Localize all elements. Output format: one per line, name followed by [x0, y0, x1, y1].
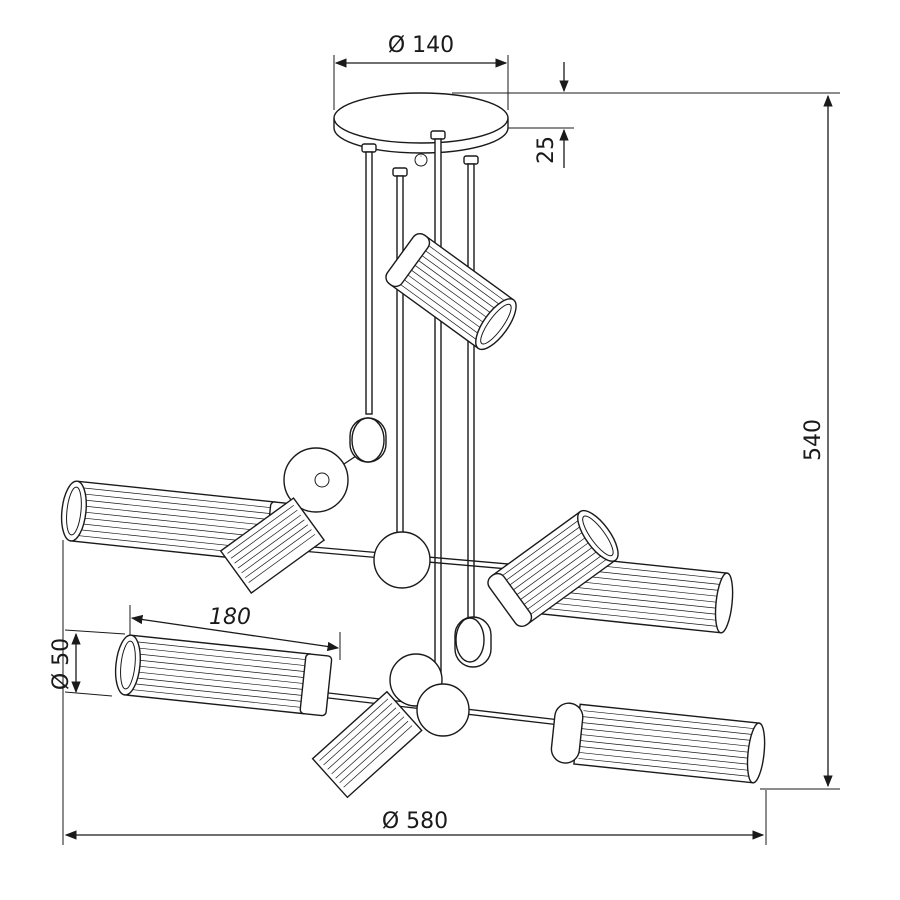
- right-middle-joint: [454, 616, 492, 668]
- upper-left-joint: [283, 447, 349, 513]
- ceiling-canopy: [333, 92, 509, 167]
- total-height-label: 540: [801, 419, 826, 461]
- shade-left-lower: [114, 634, 333, 717]
- total-diameter-label: Ø 580: [382, 809, 448, 834]
- canopy-height-label: 25: [534, 136, 559, 164]
- dimension-shade-length: 180: [129, 605, 341, 660]
- dimension-canopy-diameter: Ø 140: [333, 33, 509, 110]
- rod-1: [361, 143, 377, 415]
- middle-sphere: [373, 531, 431, 589]
- shade-diameter-label: Ø 50: [49, 638, 74, 690]
- dimension-total-height: 540: [760, 94, 840, 790]
- shade-top: [385, 232, 517, 351]
- shade-length-label: 180: [209, 605, 251, 630]
- joint-spheres: [283, 417, 492, 737]
- suspension-rods: [361, 130, 479, 685]
- rod-2: [392, 167, 408, 535]
- dimension-canopy-height: 25: [452, 62, 840, 168]
- shade-left-upper-rear: [219, 497, 326, 595]
- dimension-shade-diameter: Ø 50: [49, 629, 126, 697]
- shade-right-lower: [550, 702, 766, 784]
- dimension-total-diameter: Ø 580: [62, 540, 767, 845]
- rod-4: [463, 155, 479, 629]
- canopy-diameter-label: Ø 140: [388, 33, 454, 58]
- shade-right-front: [487, 509, 619, 628]
- upper-cylinder-joint: [349, 417, 387, 463]
- rod-3: [430, 130, 446, 685]
- lower-sphere: [416, 683, 470, 737]
- shade-lower-rear: [311, 690, 423, 799]
